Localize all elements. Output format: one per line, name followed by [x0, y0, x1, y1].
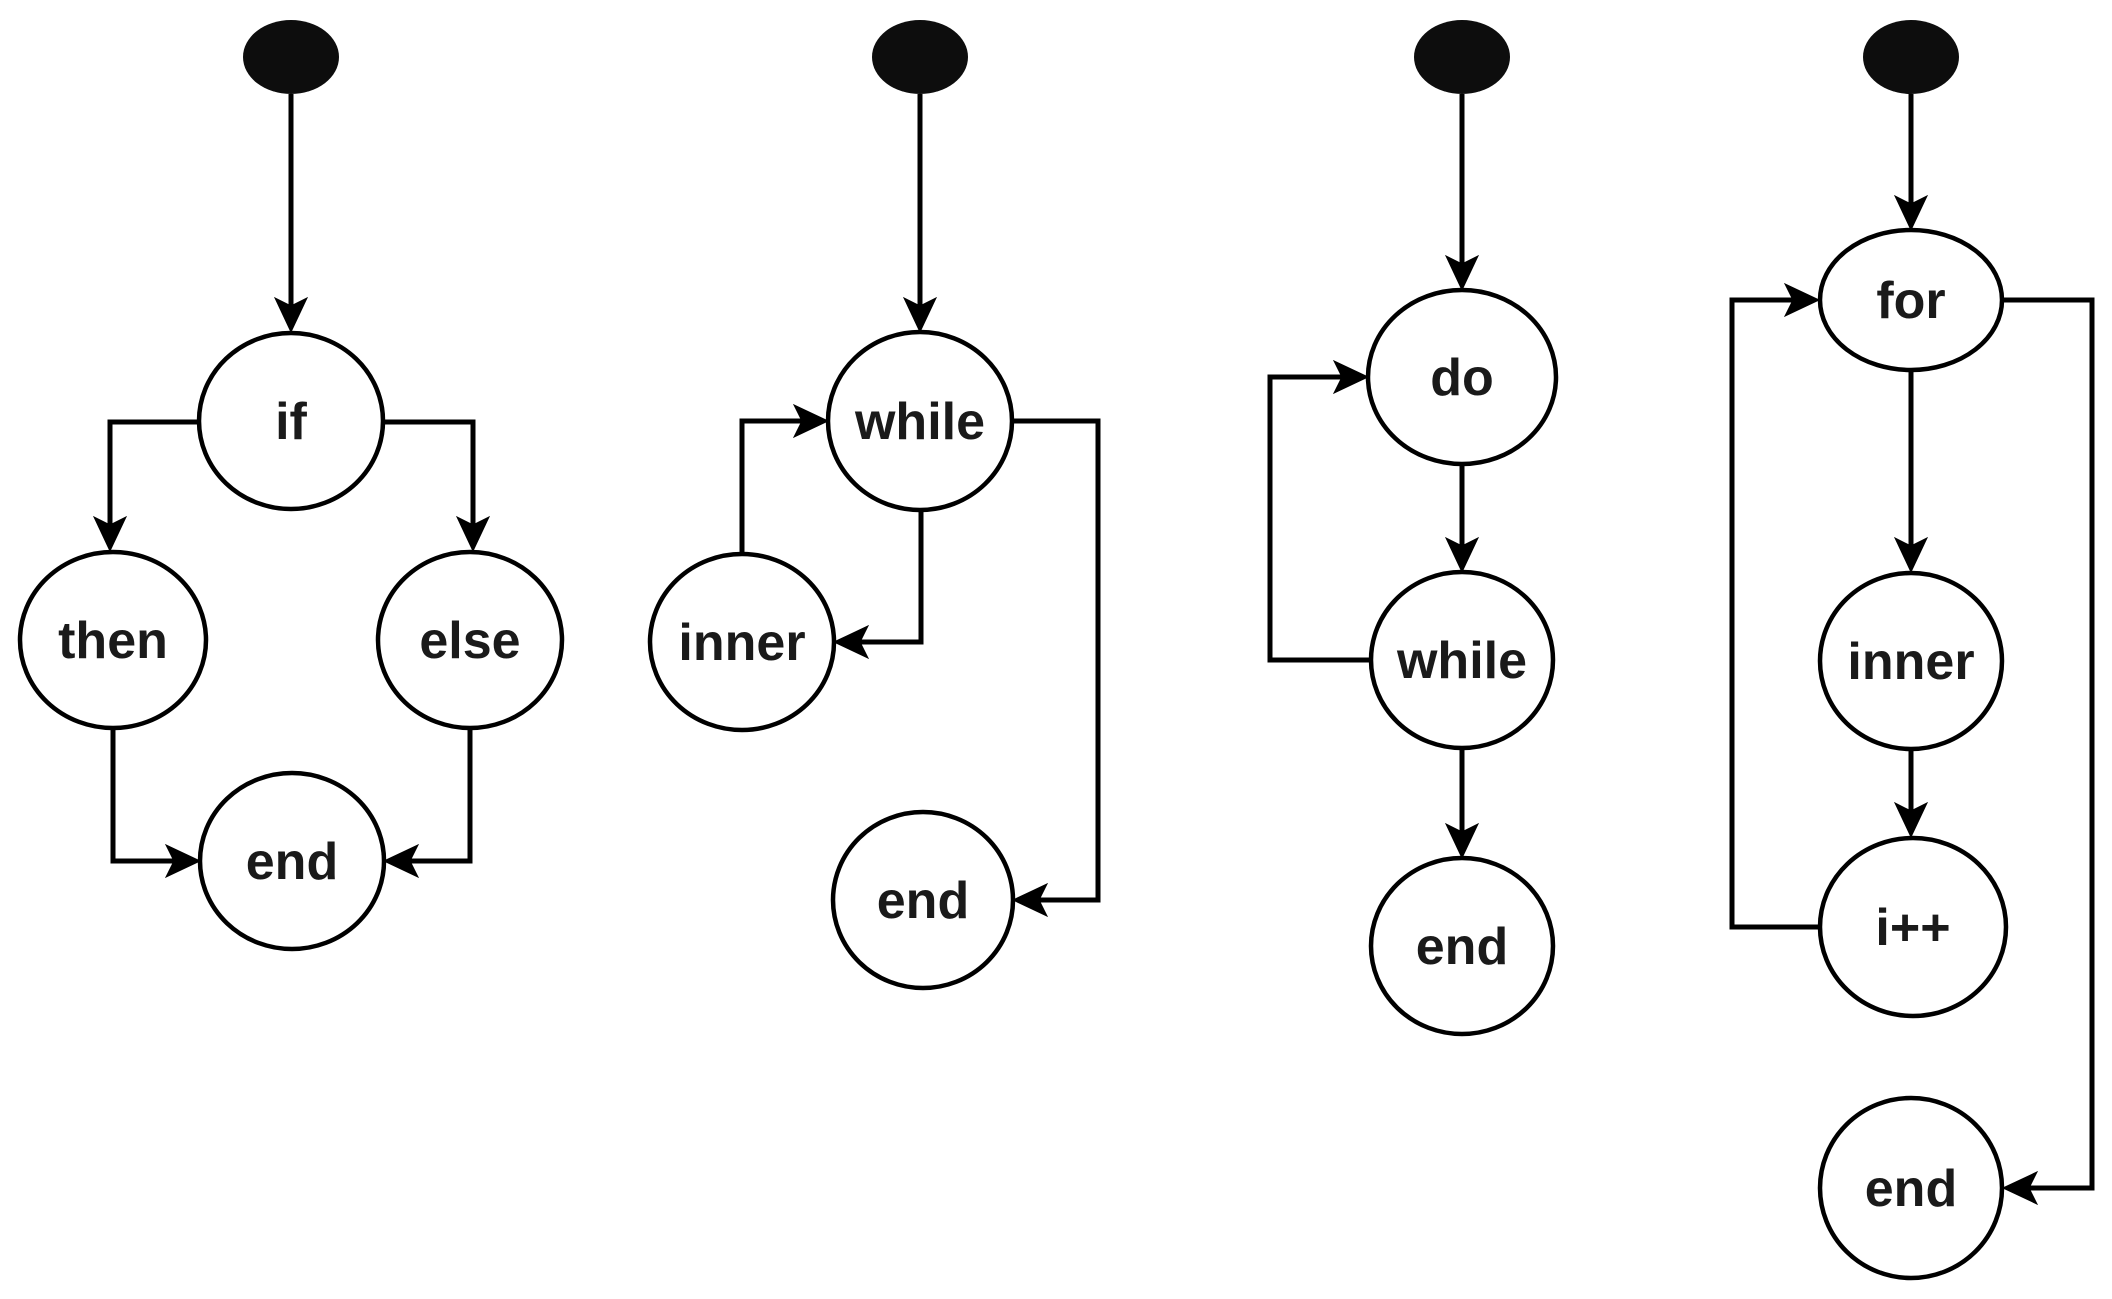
edge-while-to-inner	[860, 510, 924, 645]
edge-inner-to-while	[739, 418, 802, 554]
state-label-end: end	[1416, 918, 1508, 976]
state-label-end: end	[246, 833, 338, 891]
arrowhead-inner-to-ipp	[1893, 801, 1929, 839]
arrowhead-if-to-else	[455, 515, 491, 553]
arrowhead-start-to-if	[273, 296, 309, 334]
arrowhead-while-to-inner	[832, 624, 870, 660]
arrowhead-then-to-end	[164, 843, 202, 879]
state-node-end	[197, 770, 387, 952]
state-label-while: while	[854, 393, 985, 451]
edge-if-to-then	[107, 419, 199, 525]
state-node-end	[1368, 855, 1556, 1037]
arrowhead-if-to-then	[92, 515, 128, 553]
arrowhead-do-to-while	[1444, 536, 1480, 574]
diagram-for-loop: for inner i++ end	[1729, 20, 2095, 1281]
arrowhead-start-to-for	[1893, 194, 1929, 232]
state-label-inner: inner	[678, 614, 805, 672]
edge-while-to-do	[1267, 374, 1371, 663]
diagram-while-loop: while inner end	[647, 20, 1101, 991]
arrowhead-start-to-do	[1444, 254, 1480, 292]
edge-if-to-else	[383, 419, 476, 525]
state-label-for: for	[1876, 272, 1945, 330]
edge-for-to-end	[2002, 297, 2095, 1191]
state-node-for	[1817, 227, 2005, 373]
arrowhead-else-to-end	[382, 843, 420, 879]
state-label-end: end	[1865, 1160, 1957, 1218]
diagram-do-while-loop: do while end	[1267, 20, 1559, 1037]
state-node-end	[830, 809, 1016, 991]
state-node-do	[1365, 287, 1559, 467]
arrowhead-ipp-to-for	[1783, 282, 1821, 318]
state-node-else	[375, 549, 565, 731]
edge-ipp-to-for	[1729, 297, 1820, 930]
arrowhead-while-to-end	[1444, 822, 1480, 860]
start-node	[1863, 20, 1959, 94]
diagram-if-then-else: if then else end	[17, 20, 565, 952]
state-label-ipp: i++	[1875, 899, 1950, 957]
state-node-then	[17, 549, 209, 731]
state-label-else: else	[419, 612, 520, 670]
state-node-end	[1817, 1095, 2005, 1281]
state-node-ipp	[1817, 835, 2009, 1019]
state-node-while	[1368, 569, 1556, 751]
state-node-inner	[647, 551, 837, 733]
state-label-end: end	[877, 872, 969, 930]
edge-then-to-end	[110, 728, 174, 864]
state-label-then: then	[58, 612, 168, 670]
arrowhead-inner-to-while	[792, 403, 830, 439]
arrowhead-for-to-inner	[1893, 536, 1929, 574]
state-node-if	[196, 330, 386, 512]
start-node	[872, 20, 968, 94]
edge-else-to-end	[410, 728, 473, 864]
state-label-inner: inner	[1847, 633, 1974, 691]
arrowhead-while-to-end	[1011, 882, 1049, 918]
state-label-if: if	[275, 393, 307, 451]
start-node	[1414, 20, 1510, 94]
start-node	[243, 20, 339, 94]
state-label-while: while	[1396, 632, 1527, 690]
state-node-while	[825, 329, 1015, 513]
arrowhead-for-to-end	[2001, 1170, 2039, 1206]
state-node-inner	[1817, 570, 2005, 752]
edge-while-to-end	[1012, 418, 1101, 903]
arrowhead-while-to-do	[1332, 359, 1370, 395]
arrowhead-start-to-while	[902, 296, 938, 334]
state-label-do: do	[1430, 349, 1494, 407]
